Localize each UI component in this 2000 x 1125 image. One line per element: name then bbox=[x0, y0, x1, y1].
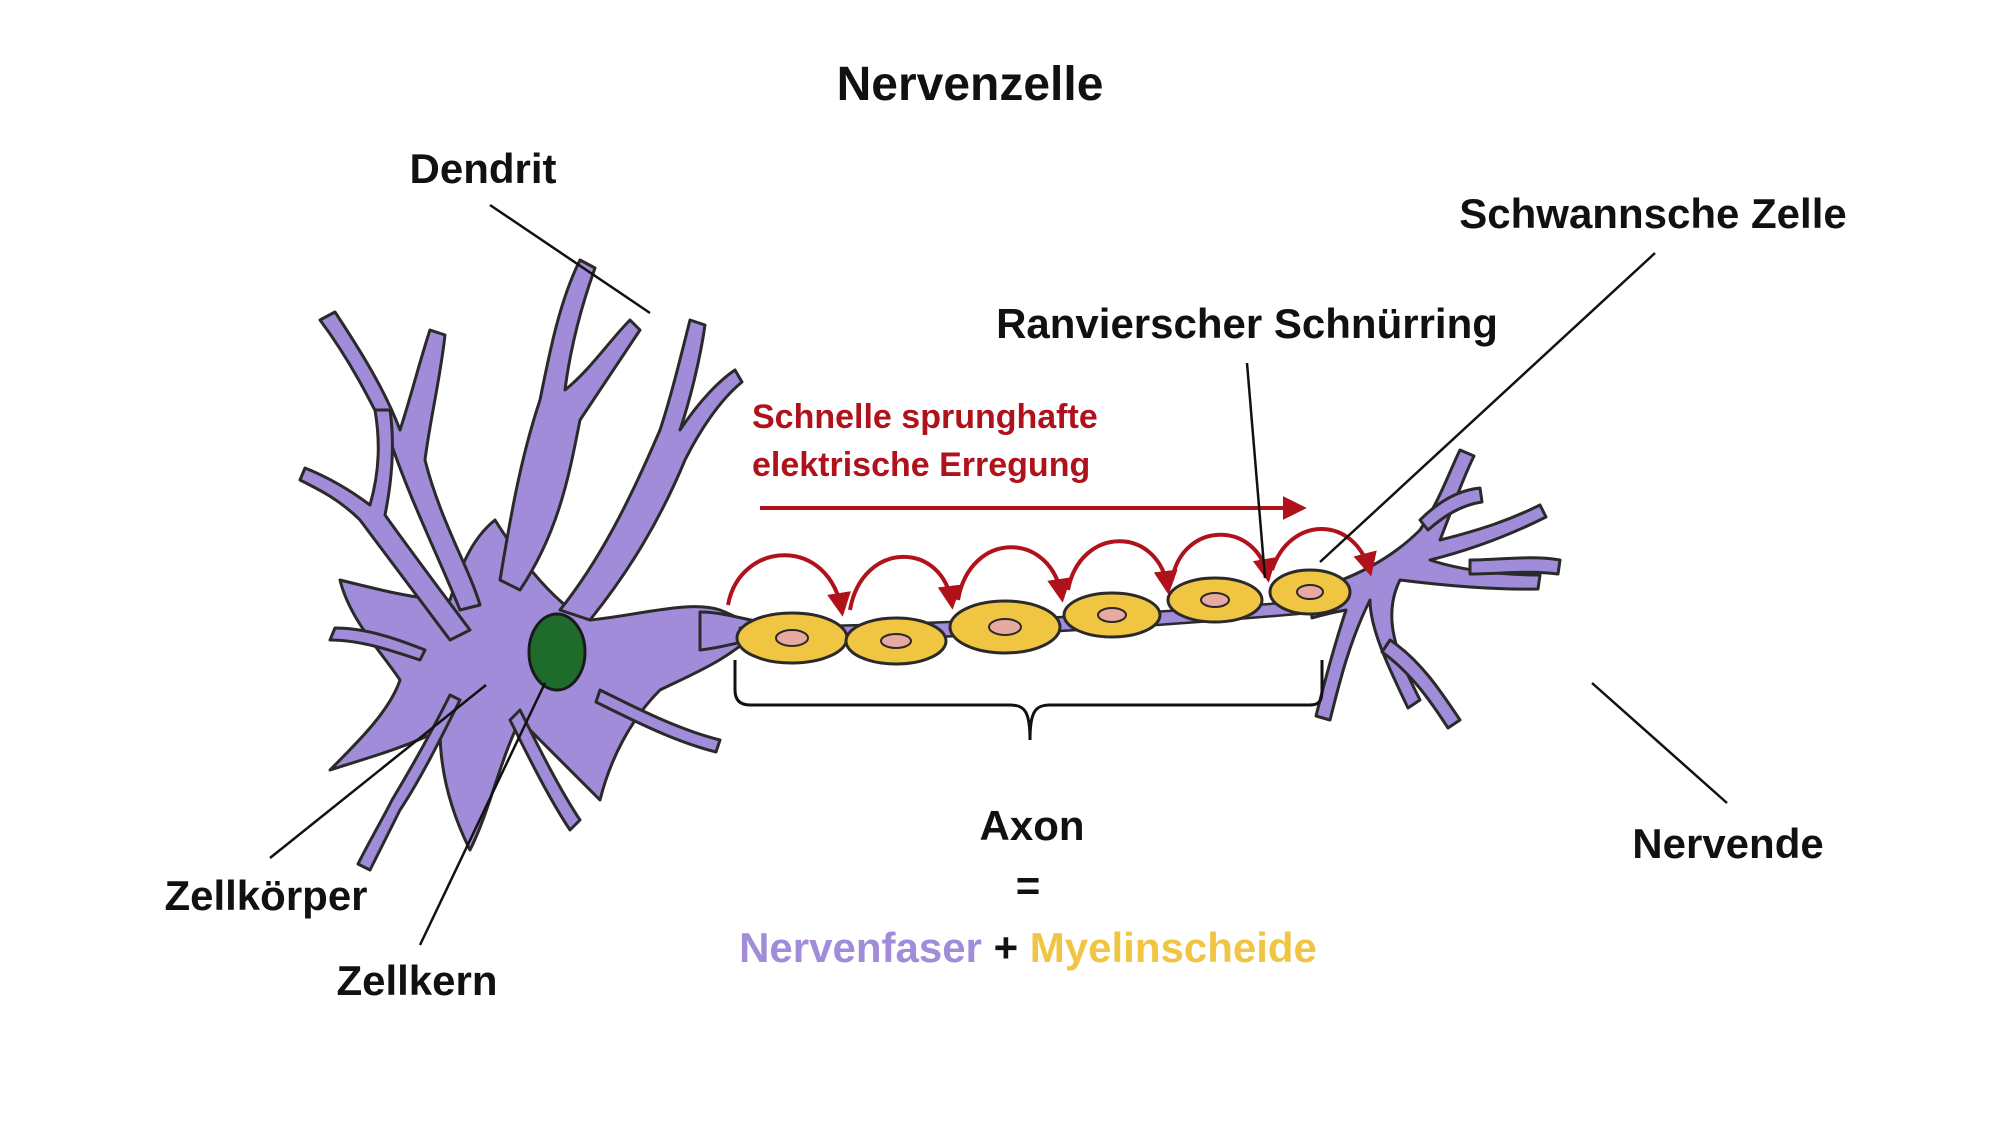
schwann-cell-6 bbox=[1268, 568, 1352, 616]
axon-plus-sign: + bbox=[994, 924, 1019, 971]
leader-ranvier bbox=[1245, 362, 1267, 579]
jump-arrow-5 bbox=[1170, 532, 1277, 583]
label-zellkoerper: Zellkörper bbox=[164, 872, 367, 919]
axon-formula: Nervenfaser + Myelinscheide bbox=[739, 924, 1317, 971]
saltatory-arrows bbox=[726, 496, 1377, 617]
label-schwannsche-zelle: Schwannsche Zelle bbox=[1459, 190, 1846, 237]
jump-arrow-2 bbox=[848, 554, 962, 611]
leader-dendrit bbox=[489, 203, 651, 315]
axon-space bbox=[1018, 924, 1030, 971]
label-nervende: Nervende bbox=[1632, 820, 1823, 867]
label-ranvierscher-schnuerring: Ranvierscher Schnürring bbox=[996, 300, 1498, 347]
axon-part-myelinscheide: Myelinscheide bbox=[1030, 924, 1317, 971]
schwann-cell-5 bbox=[1166, 576, 1264, 624]
schwann-cell-1 bbox=[735, 611, 849, 665]
myelin-sheath bbox=[735, 568, 1352, 666]
leader-zellkoerper bbox=[269, 684, 487, 859]
leader-schwann bbox=[1319, 252, 1656, 563]
jump-arrow-3 bbox=[956, 545, 1072, 603]
schwann-cell-3 bbox=[948, 599, 1062, 655]
leader-lines bbox=[269, 203, 1728, 946]
axon-brace bbox=[733, 660, 1324, 741]
schwann-cell-4 bbox=[1062, 591, 1162, 639]
axon-part-nervenfaser: Nervenfaser bbox=[739, 924, 982, 971]
jump-arrow-4 bbox=[1066, 539, 1178, 595]
diagram-title: Nervenzelle bbox=[837, 58, 1104, 111]
leader-nervende bbox=[1591, 682, 1728, 804]
schwann-cell-2 bbox=[844, 616, 948, 666]
axon-terminal bbox=[1308, 448, 1562, 730]
label-zellkern: Zellkern bbox=[336, 957, 497, 1004]
label-dendrit: Dendrit bbox=[410, 145, 557, 192]
jump-arrow-6 bbox=[1270, 527, 1377, 577]
nucleus bbox=[527, 612, 587, 692]
axon-equals: = bbox=[1016, 862, 1041, 909]
axon-plus bbox=[982, 924, 994, 971]
jump-arrow-1 bbox=[726, 553, 851, 617]
leader-zellkern bbox=[418, 682, 547, 946]
conduction-text-line2: elektrische Erregung bbox=[752, 446, 1090, 484]
conduction-text-line1: Schnelle sprunghafte bbox=[752, 398, 1098, 436]
label-axon: Axon bbox=[980, 802, 1085, 849]
